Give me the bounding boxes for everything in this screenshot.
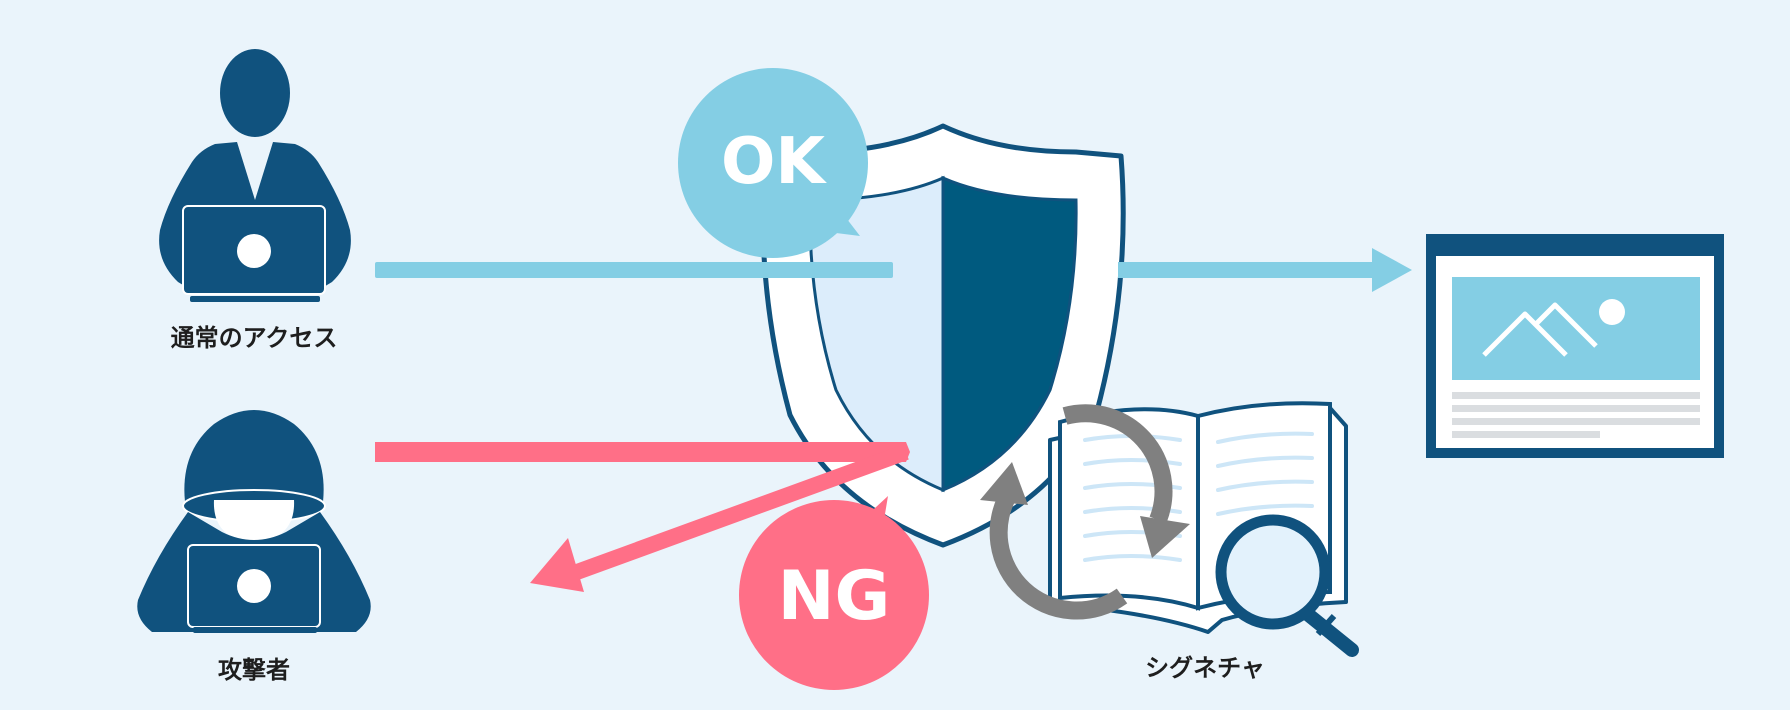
- normal-access-label: 通常のアクセス: [170, 324, 338, 352]
- ng-arrow: [375, 442, 910, 592]
- refresh-cycle-icon: [980, 404, 1190, 620]
- ok-arrow: [375, 248, 1412, 292]
- ok-bubble: [678, 68, 868, 258]
- signature-label: シグネチャ: [1145, 654, 1265, 682]
- magnifying-glass-icon: [1215, 514, 1359, 657]
- normal-user-icon: [159, 49, 351, 302]
- ng-bubble: [739, 496, 929, 690]
- attacker-label: 攻撃者: [218, 656, 290, 684]
- ng-badge-text: NG: [777, 557, 891, 636]
- attacker-icon: [137, 410, 371, 633]
- webpage-icon: [1426, 234, 1724, 458]
- ok-badge-text: OK: [721, 125, 825, 199]
